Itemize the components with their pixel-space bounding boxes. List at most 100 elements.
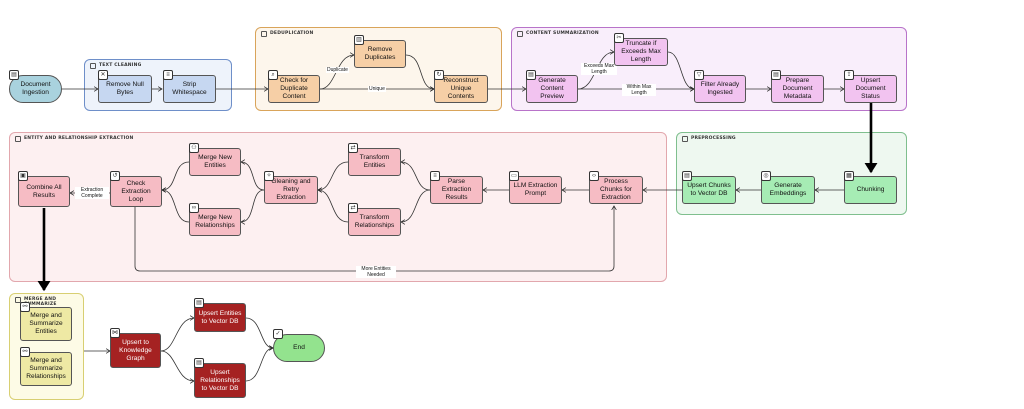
- node-label: Upsert to Knowledge Graph: [119, 338, 152, 362]
- node-upsert-relationships-vdb[interactable]: ▤ Upsert Relationships to Vector DB: [194, 358, 246, 398]
- node-llm-prompt[interactable]: ▭ LLM Extraction Prompt: [509, 171, 562, 204]
- document-icon: ▤: [771, 70, 781, 80]
- node-label: Transform Relationships: [354, 214, 395, 229]
- node-end[interactable]: ✓ End: [273, 329, 325, 362]
- node-merge-new-relationships[interactable]: ∞ Merge New Relationships: [189, 203, 241, 236]
- node-upsert-chunks[interactable]: ▤ Upsert Chunks to Vector DB: [682, 171, 736, 204]
- node-strip-whitespace[interactable]: ≡ Strip Whitespace: [163, 70, 216, 103]
- check-icon: ✓: [273, 329, 283, 339]
- edge-label-unique: Unique: [368, 86, 386, 92]
- node-upsert-kg[interactable]: ⋈ Upsert to Knowledge Graph: [110, 328, 161, 368]
- database-icon: ▤: [682, 171, 692, 181]
- node-label: Generate Content Preview: [538, 77, 566, 100]
- share-icon: ⋈: [110, 328, 120, 338]
- node-document-ingestion[interactable]: ▤ Document Ingestion: [9, 70, 62, 103]
- node-label: Combine All Results: [26, 183, 62, 199]
- node-label: Filter Already Ingested: [700, 81, 740, 96]
- document-icon: ▤: [9, 70, 19, 80]
- node-reconstruct-unique[interactable]: ↻ Reconstruct Unique Contents: [434, 70, 488, 103]
- node-label: Check for Duplicate Content: [279, 77, 309, 100]
- edge: [241, 162, 265, 191]
- edge: [160, 318, 194, 352]
- group-title-text-cleaning: TEXT CLEANING: [99, 63, 142, 68]
- node-parse-results[interactable]: ≡ Parse Extraction Results: [430, 171, 483, 204]
- edge: [241, 189, 265, 222]
- edge: [245, 348, 273, 382]
- search-icon: ⌕: [268, 70, 278, 80]
- database-icon: ▤: [194, 298, 204, 308]
- node-merge-new-entities[interactable]: ⚇ Merge New Entities: [189, 143, 241, 176]
- list-icon: ≡: [430, 171, 440, 181]
- node-label: Check Extraction Loop: [121, 179, 151, 203]
- node-label: Parse Extraction Results: [441, 178, 472, 201]
- node-label: Remove Duplicates: [364, 46, 396, 61]
- edge: [160, 350, 194, 381]
- merge-icon: ⚯: [20, 302, 30, 312]
- node-label: Upsert Document Status: [855, 77, 886, 100]
- group-entity-extraction: ENTITY AND RELATIONSHIP EXTRACTION: [9, 132, 667, 282]
- database-icon: ▤: [194, 358, 204, 368]
- node-label: Gleaning and Retry Extraction: [271, 178, 311, 201]
- node-check-duplicate[interactable]: ⌕ Check for Duplicate Content: [268, 70, 320, 103]
- node-label: Reconstruct Unique Contents: [443, 77, 479, 100]
- merge-icon: ⚯: [20, 347, 30, 357]
- node-generate-embeddings[interactable]: ◎ Generate Embeddings: [761, 171, 815, 204]
- node-label: Remove Null Bytes: [106, 81, 144, 96]
- puzzle-icon: ▦: [844, 171, 854, 181]
- node-label: LLM Extraction Prompt: [513, 182, 558, 197]
- edge: [162, 161, 190, 190]
- node-generate-preview[interactable]: ▤ Generate Content Preview: [526, 70, 578, 103]
- edge: [405, 54, 434, 89]
- code-icon: ‹›: [589, 171, 599, 181]
- node-gleaning[interactable]: ✧ Gleaning and Retry Extraction: [264, 171, 318, 204]
- node-upsert-doc-status[interactable]: ⇪ Upsert Document Status: [844, 70, 897, 103]
- node-label: Document Ingestion: [20, 81, 51, 96]
- node-label: Upsert Chunks to Vector DB: [687, 182, 731, 197]
- edge: [318, 190, 349, 223]
- text-lines-icon: ≡: [163, 70, 173, 80]
- group-title-preprocessing: PREPROCESSING: [691, 136, 736, 141]
- transform-icon: ⇄: [348, 143, 358, 153]
- embedding-icon: ◎: [761, 171, 771, 181]
- group-icon: [261, 31, 267, 37]
- node-label: Generate Embeddings: [769, 182, 807, 197]
- node-label: Chunking: [856, 186, 885, 193]
- node-label: Merge New Entities: [198, 154, 232, 169]
- node-merge-summarize-relationships[interactable]: ⚯ Merge and Summarize Relationships: [20, 347, 72, 386]
- chat-icon: ▭: [509, 171, 519, 181]
- node-label: End: [293, 344, 305, 351]
- node-remove-null-bytes[interactable]: ✕ Remove Null Bytes: [98, 70, 152, 103]
- group-icon: [15, 297, 21, 303]
- edge: [318, 161, 349, 190]
- edge-label-exceeds-max: Exceeds Max Length: [581, 63, 617, 75]
- sparkle-icon: ✧: [264, 171, 274, 181]
- node-filter-ingested[interactable]: ▽ Filter Already Ingested: [694, 70, 746, 103]
- scissors-icon: ✂: [614, 33, 624, 43]
- node-merge-summarize-entities[interactable]: ⚯ Merge and Summarize Entities: [20, 302, 72, 341]
- node-label: Process Chunks for Extraction: [600, 178, 632, 201]
- edge: [667, 51, 694, 89]
- node-transform-relationships[interactable]: ⇄ Transform Relationships: [348, 203, 401, 236]
- link-icon: ∞: [189, 203, 199, 213]
- node-check-loop[interactable]: ↺ Check Extraction Loop: [110, 171, 162, 207]
- group-title-deduplication: DEDUPLICATION: [270, 31, 314, 36]
- node-label: Upsert Relationships to Vector DB: [200, 368, 240, 392]
- node-transform-entities[interactable]: ⇄ Transform Entities: [348, 143, 401, 176]
- node-upsert-entities-vdb[interactable]: ▤ Upsert Entities to Vector DB: [194, 298, 246, 332]
- loop-icon: ↺: [110, 171, 120, 181]
- filter-icon: ▽: [694, 70, 704, 80]
- trash-icon: ▥: [354, 35, 364, 45]
- node-label: Prepare Document Metadata: [782, 77, 813, 100]
- node-process-chunks[interactable]: ‹› Process Chunks for Extraction: [589, 171, 643, 204]
- node-combine-results[interactable]: ▣ Combine All Results: [18, 171, 70, 207]
- node-prepare-metadata[interactable]: ▤ Prepare Document Metadata: [771, 70, 824, 103]
- node-chunking[interactable]: ▦ Chunking: [844, 171, 897, 204]
- edge: [245, 317, 273, 348]
- node-remove-duplicates[interactable]: ▥ Remove Duplicates: [354, 35, 406, 68]
- node-label: Merge and Summarize Entities: [29, 312, 63, 335]
- node-truncate[interactable]: ✂ Truncate if Exceeds Max Length: [614, 33, 668, 66]
- document-icon: ▤: [526, 70, 536, 80]
- node-label: Transform Entities: [359, 154, 390, 169]
- user-add-icon: ⚇: [189, 143, 199, 153]
- edge-label-more-entities: More Entities Needed: [356, 266, 396, 278]
